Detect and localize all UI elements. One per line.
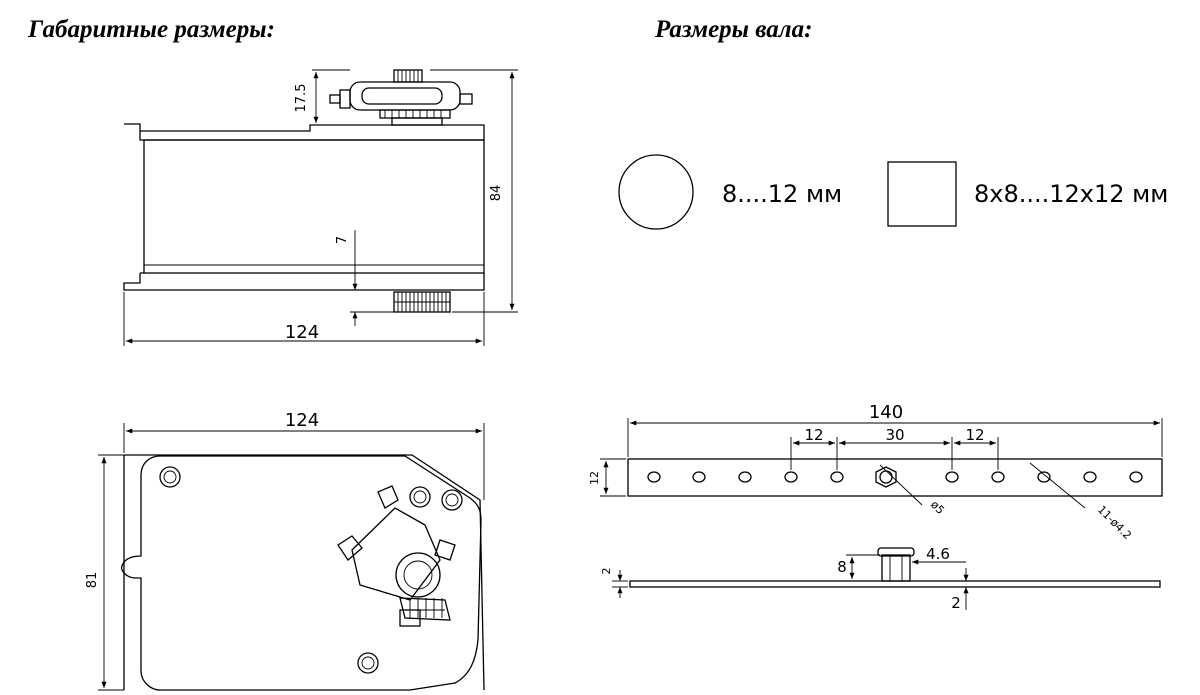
plate-thickness-left-label: 2 (600, 568, 613, 575)
pitch-center-label: 30 (885, 426, 904, 444)
top-view: 124 81 (85, 410, 485, 691)
bracket-pin (881, 554, 911, 582)
side-upper-clamp (329, 69, 473, 126)
overall-dimensions-heading: Габаритные размеры: (28, 16, 275, 43)
bracket-side-plate (629, 580, 1161, 588)
pitch-left-label: 12 (804, 426, 823, 444)
pin-width-label: 4.6 (926, 545, 950, 563)
bracket-holes (647, 466, 1143, 488)
square-shaft-icon (887, 161, 957, 227)
bracket-height-label: 12 (588, 471, 601, 485)
bracket-side-view: 8 4.6 2 2 (600, 545, 1161, 612)
round-shaft-size: 8....12 мм (722, 180, 842, 208)
pin-height-label: 8 (837, 558, 847, 576)
dim-7-label: 7 (335, 236, 350, 244)
round-shaft-icon (618, 154, 694, 230)
mounting-bracket: 140 12 30 12 12 ø5 11-ø4.2 (588, 402, 1163, 542)
side-view: 17.5 84 7 124 (123, 69, 518, 346)
dim-140-label: 140 (869, 402, 903, 423)
plate-thickness-right-label: 2 (951, 594, 961, 612)
bracket-plate (627, 458, 1163, 497)
top-inner-plate (120, 455, 482, 691)
shaft-sizes: 8....12 мм 8x8....12x12 мм (618, 154, 1168, 230)
side-lower-gear (393, 291, 451, 313)
pitch-right-label: 12 (965, 426, 984, 444)
top-dim-124-label: 124 (285, 410, 319, 431)
side-dim-124-label: 124 (285, 322, 319, 343)
side-top-plate (124, 123, 485, 141)
holes-label: 11-ø4.2 (1095, 503, 1134, 542)
top-clamp (337, 485, 456, 627)
dim-17-5-label: 17.5 (294, 84, 309, 113)
shaft-dimensions-heading: Размеры вала: (655, 16, 813, 43)
dim-81-label: 81 (85, 572, 100, 589)
side-bottom-plate (123, 272, 485, 291)
center-hole-label: ø5 (928, 498, 947, 517)
side-body (143, 139, 485, 274)
square-shaft-size: 8x8....12x12 мм (974, 180, 1168, 208)
dim-84-label: 84 (489, 185, 504, 202)
